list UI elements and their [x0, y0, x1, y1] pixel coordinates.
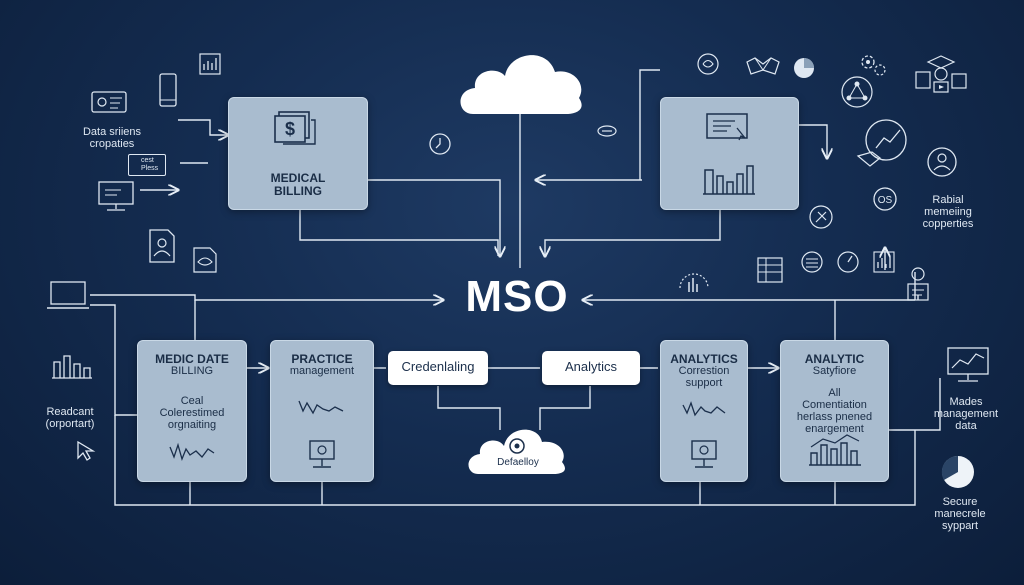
bar-chart-icon	[703, 165, 755, 195]
box1-line5: orgnaiting	[167, 419, 217, 431]
svg-text:OS: OS	[878, 195, 893, 206]
gauge-icon	[837, 251, 859, 273]
box1-line4: Colerestimed	[159, 407, 225, 419]
eye-document-icon	[193, 247, 217, 273]
monitor-icon	[98, 181, 134, 211]
monitor-icon	[309, 440, 335, 468]
credentialing-pill[interactable]: Credenlaling	[388, 351, 488, 385]
spreadsheet-icon	[757, 257, 783, 283]
tools-icon	[809, 205, 833, 229]
waveform-icon	[298, 400, 344, 415]
speedometer-icon	[679, 273, 709, 292]
medical-billing-title-2: BILLING	[274, 184, 322, 198]
id-card-icon	[91, 91, 127, 113]
mades-line2: management	[933, 408, 999, 420]
svg-text:$: $	[285, 119, 295, 139]
box4-line5: herlass pnened	[796, 411, 873, 423]
handshake-chart-icon	[856, 119, 907, 167]
monitor-chart-icon	[947, 347, 989, 382]
graduation-cap-icon	[915, 55, 967, 93]
box2-line2: management	[289, 365, 355, 377]
readcant-line2: (orportart)	[45, 418, 95, 430]
box3-line2: Correstion	[678, 365, 730, 377]
box1-line3: Ceal	[180, 395, 204, 407]
invoice-icon	[706, 113, 748, 141]
data-sciences-label: Data sriiens cropaties	[70, 126, 154, 150]
analytics-pill[interactable]: Analytics	[542, 351, 640, 385]
key-icon	[597, 125, 617, 137]
dollar-document-icon: $	[274, 111, 316, 145]
lightbulb-device-icon	[907, 267, 929, 301]
monitor-icon	[691, 440, 717, 468]
bottom-cloud-label: Defaelloy	[497, 457, 539, 468]
share-nodes-icon	[841, 76, 873, 108]
cloud-icon	[468, 429, 565, 474]
waveform-icon	[682, 401, 726, 417]
reports-box[interactable]	[660, 97, 799, 210]
database-icon	[801, 251, 823, 273]
laptop-icon	[47, 281, 89, 309]
secure-line2: manecrele	[934, 508, 986, 520]
box4-line4: Comentiation	[802, 399, 867, 411]
box4-line6: enargement	[805, 423, 864, 435]
user-circle-icon	[927, 147, 957, 177]
box4-line3: All	[828, 387, 841, 399]
cloud-icon	[460, 55, 582, 114]
pie-chart-icon	[941, 455, 974, 488]
medical-billing-box[interactable]: $ MEDICAL BILLING	[228, 97, 368, 210]
box3-line1: ANALYTICS	[670, 352, 738, 366]
mades-line3: data	[955, 420, 977, 432]
bar-chart-icon	[809, 434, 861, 466]
gear-icon	[861, 55, 886, 76]
medic-date-billing-box[interactable]: MEDIC DATE BILLING Ceal Colerestimed org…	[137, 340, 247, 482]
mso-title: MSO	[465, 272, 569, 321]
box1-line1: MEDIC DATE	[155, 352, 229, 366]
rabial-line3: copperties	[922, 218, 974, 230]
secure-line3: syppart	[941, 520, 979, 532]
bar-chart-icon	[199, 53, 221, 75]
phone-icon	[159, 73, 177, 107]
bar-chart-icon	[52, 355, 92, 379]
small-info-card: cest Pless	[128, 154, 166, 176]
data-sciences-line2: cropaties	[89, 138, 135, 150]
box3-line3: support	[685, 377, 723, 389]
document-user-icon	[149, 229, 175, 263]
analytic-satisfaction-box[interactable]: ANALYTIC Satyfiore All Comentiation herl…	[780, 340, 889, 482]
rabial-label: Rabial memeiing copperties	[908, 194, 988, 230]
box4-line1: ANALYTIC	[804, 352, 865, 366]
readcant-line1: Readcant	[46, 406, 94, 418]
rabial-line2: memeiing	[924, 206, 972, 218]
network-icon	[746, 57, 780, 75]
waveform-icon	[169, 442, 215, 462]
os-badge-icon: OS	[873, 187, 897, 211]
box1-line2: BILLING	[170, 365, 214, 377]
analytics-support-box[interactable]: ANALYTICS Correstion support	[660, 340, 748, 482]
rabial-line1: Rabial	[932, 194, 964, 206]
data-sciences-line1: Data sriiens	[82, 126, 142, 138]
secure-line1: Secure	[942, 496, 978, 508]
medical-billing-title-1: MEDICAL	[270, 171, 326, 185]
bar-chart-icon	[873, 251, 895, 273]
mades-line1: Mades	[949, 396, 983, 408]
secure-label: Secure manecrele syppart	[918, 496, 1002, 532]
box2-line1: PRACTICE	[291, 352, 353, 366]
pie-chart-icon	[794, 58, 814, 78]
small-card-line2: Pless	[141, 165, 159, 172]
readcant-label: Readcant (orportart)	[28, 406, 112, 430]
cursor-icon	[77, 440, 96, 461]
clock-icon	[429, 133, 451, 155]
box4-line2: Satyfiore	[812, 365, 857, 377]
brain-icon	[697, 53, 719, 75]
small-card-line1: cest	[141, 157, 154, 164]
practice-management-box[interactable]: PRACTICE management	[270, 340, 374, 482]
mades-label: Mades management data	[924, 396, 1008, 432]
